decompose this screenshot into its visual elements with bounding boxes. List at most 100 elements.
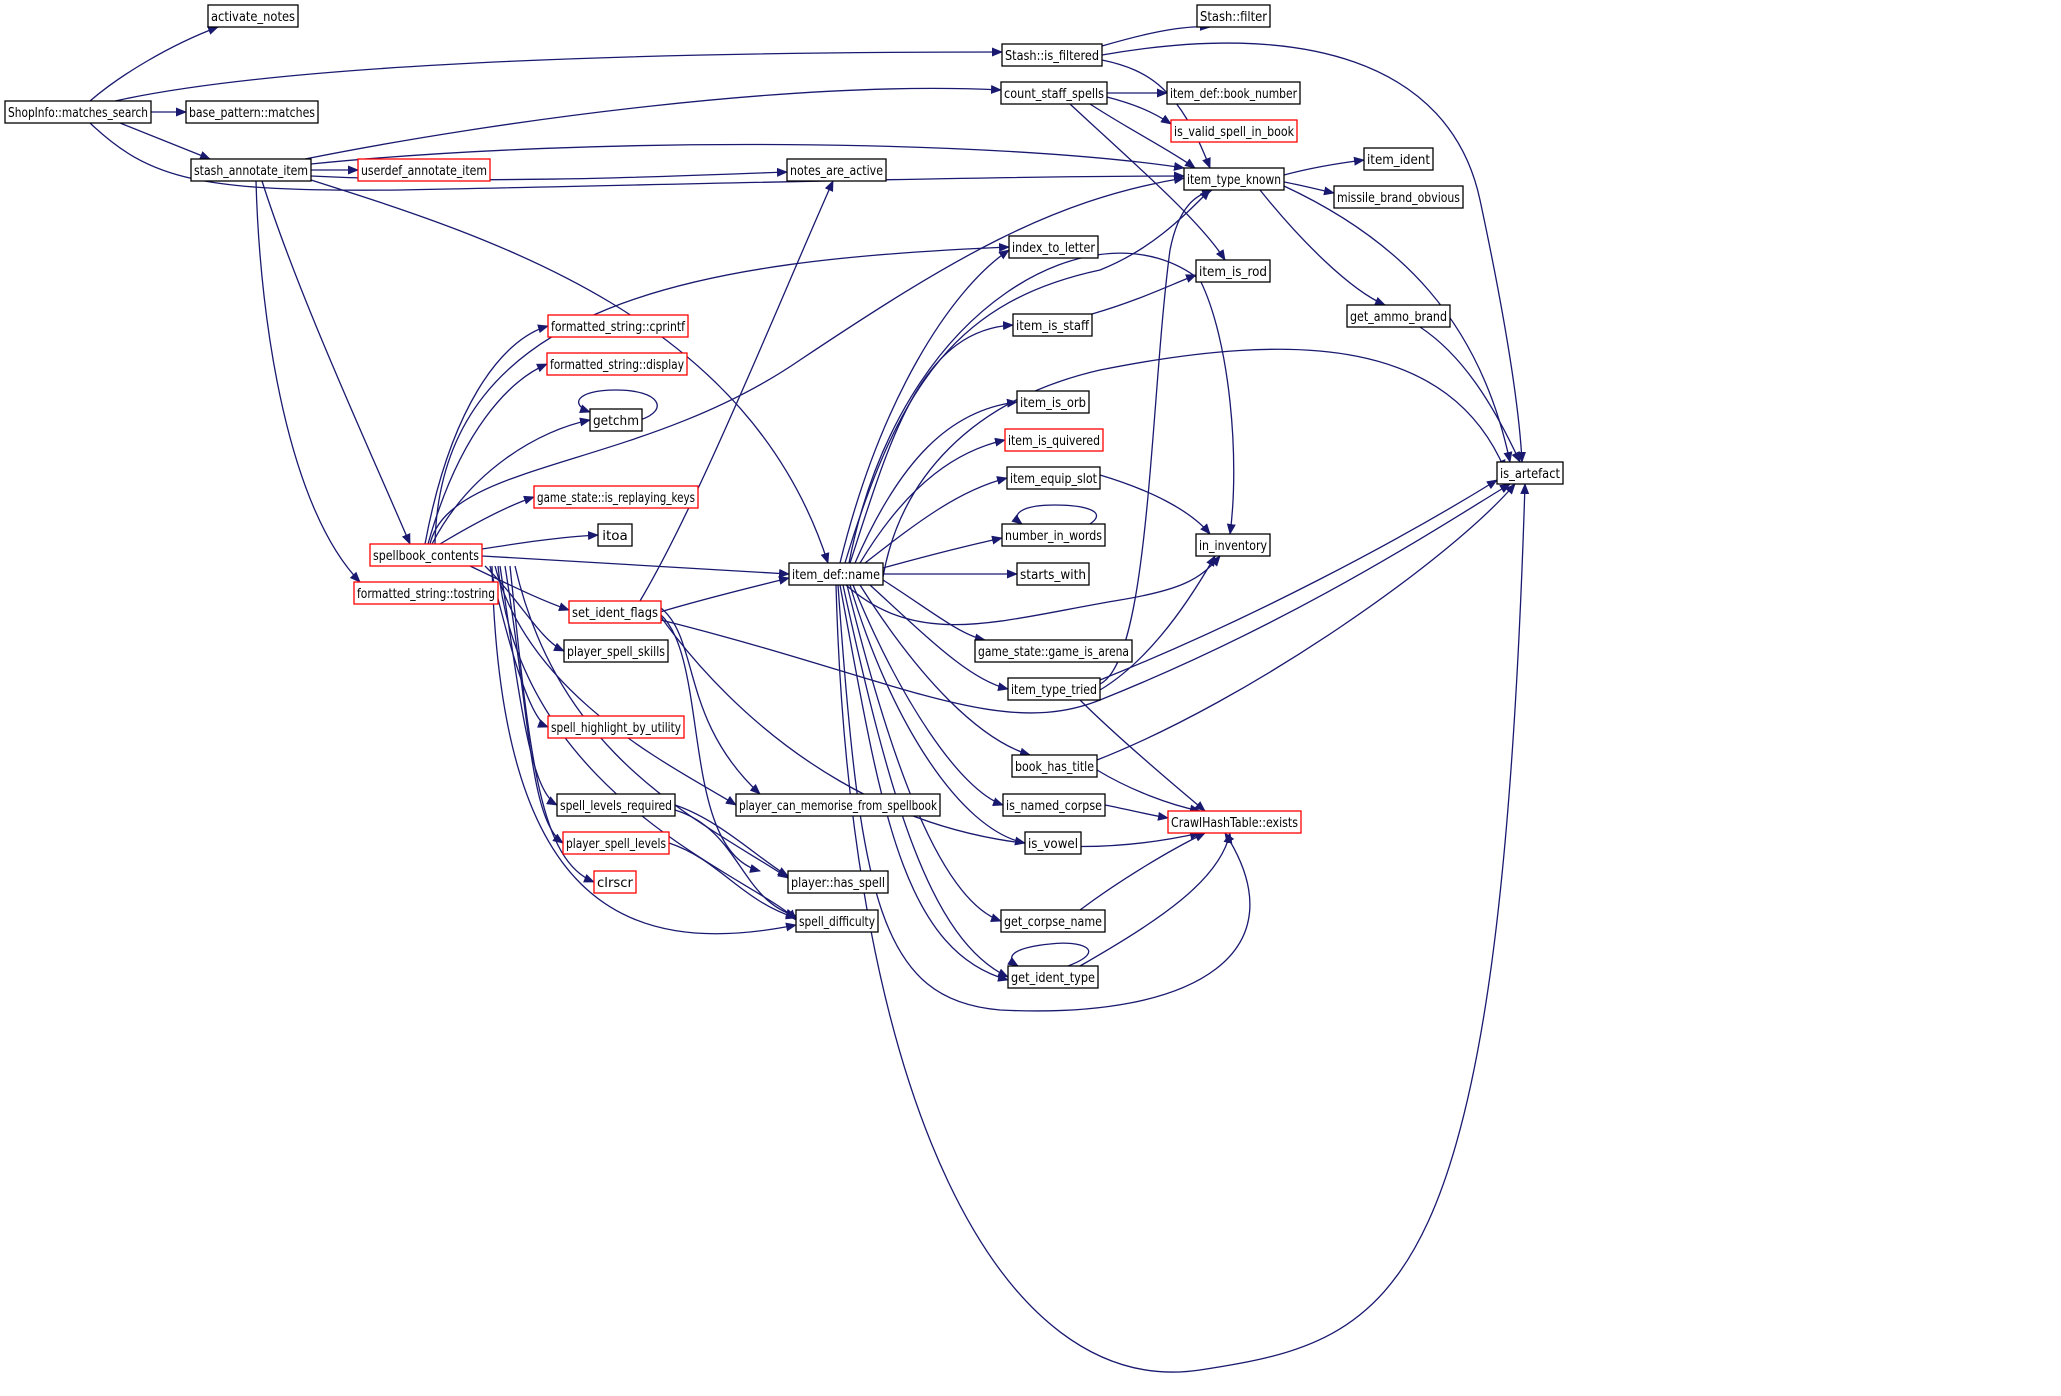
edge-item-def-name-to-exists (837, 584, 1251, 1012)
node-spell-levels-required[interactable]: spell_levels_required (556, 793, 676, 817)
node-box-spellbook-contents (369, 543, 483, 567)
node-box-set-ident-flags (568, 600, 662, 624)
node-box-game-state-is-replaying-keys (533, 485, 699, 509)
node-starts-with[interactable]: starts_with (1016, 562, 1090, 586)
node-is-vowel[interactable]: is_vowel (1024, 831, 1082, 855)
edge-item-def-name-to-is-artefact-b (835, 483, 1530, 1373)
node-label-get-ammo-brand: get_ammo_brand (1350, 309, 1447, 325)
edge-item-def-name-to-is-named-corpse-line (852, 584, 1004, 806)
node-label-stash-filter: Stash::filter (1200, 9, 1267, 25)
node-box-is-artefact (1496, 461, 1564, 485)
edge-get-corpse-name-to-exists (1079, 832, 1206, 911)
node-activate-notes[interactable]: activate_notes (207, 4, 299, 28)
node-is-valid-spell-in-book[interactable]: is_valid_spell_in_book (1170, 119, 1298, 143)
node-box-player-can-memorise-from-spellbook (735, 793, 941, 817)
node-get-ident-type[interactable]: get_ident_type (1007, 965, 1099, 989)
node-label-spell-difficulty: spell_difficulty (799, 914, 875, 930)
edge-item-def-name-to-item-equip-slot-line (864, 476, 1008, 564)
node-item-def-name[interactable]: item_def::name (788, 562, 884, 586)
node-label-base-pattern-matches: base_pattern::matches (189, 105, 315, 121)
node-box-item-equip-slot (1006, 466, 1101, 490)
node-spellbook-contents[interactable]: spellbook_contents (369, 543, 483, 567)
edge-item-type-tried-to-exists-line (1079, 699, 1206, 812)
node-item-is-orb[interactable]: item_is_orb (1016, 390, 1090, 414)
edge-stash-annotate-to-tostring (255, 180, 361, 583)
edge-spellbook-to-set-ident-flags (469, 565, 570, 611)
node-is-named-corpse[interactable]: is_named_corpse (1002, 793, 1106, 817)
edge-number-in-words-self-loop (1011, 504, 1098, 525)
edge-set-ident-flags-to-item-def-name (659, 576, 790, 613)
node-notes-are-active[interactable]: notes_are_active (786, 158, 887, 182)
node-item-def-book-number[interactable]: item_def::book_number (1166, 81, 1301, 105)
node-shopinfo-matches-search[interactable]: ShopInfo::matches_search (4, 100, 152, 124)
node-item-is-quivered[interactable]: item_is_quivered (1004, 428, 1104, 452)
node-get-corpse-name[interactable]: get_corpse_name (1000, 909, 1106, 933)
node-item-ident[interactable]: item_ident (1363, 147, 1434, 171)
node-set-ident-flags[interactable]: set_ident_flags (568, 600, 662, 624)
node-label-item-def-name: item_def::name (792, 567, 880, 583)
node-item-type-known[interactable]: item_type_known (1183, 167, 1285, 191)
edge-player-spell-levels-to-spell-difficulty-line (668, 842, 797, 920)
node-stash-is-filtered[interactable]: Stash::is_filtered (1001, 43, 1103, 67)
node-label-formatted-string-cprintf: formatted_string::cprintf (551, 319, 686, 335)
node-box-starts-with (1016, 562, 1090, 586)
node-game-state-game-is-arena[interactable]: game_state::game_is_arena (974, 639, 1133, 663)
node-userdef-annotate-item[interactable]: userdef_annotate_item (357, 158, 491, 182)
node-box-stash-filter (1196, 4, 1271, 28)
node-count-staff-spells[interactable]: count_staff_spells (1000, 81, 1108, 105)
node-number-in-words[interactable]: number_in_words (1001, 523, 1106, 547)
node-game-state-is-replaying-keys[interactable]: game_state::is_replaying_keys (533, 485, 699, 509)
node-item-is-staff[interactable]: item_is_staff (1012, 313, 1093, 337)
node-label-formatted-string-display: formatted_string::display (550, 357, 684, 373)
node-item-equip-slot[interactable]: item_equip_slot (1006, 466, 1101, 490)
node-index-to-letter[interactable]: index_to_letter (1008, 235, 1099, 259)
edge-spellbook-to-levels-required (499, 565, 558, 806)
node-player-spell-skills[interactable]: player_spell_skills (563, 639, 669, 663)
edge-is-filtered-to-item-type-known-line (1101, 59, 1211, 169)
call-edges (89, 21, 1530, 1373)
node-stash-annotate-item[interactable]: stash_annotate_item (190, 158, 312, 182)
node-label-set-ident-flags: set_ident_flags (572, 605, 658, 621)
edge-stash-annotate-to-spellbook-line (261, 180, 411, 545)
edge-matches-search-to-is-filtered (114, 47, 1003, 102)
node-box-get-corpse-name (1000, 909, 1106, 933)
node-book-has-title[interactable]: book_has_title (1011, 754, 1098, 778)
node-label-is-named-corpse: is_named_corpse (1006, 798, 1102, 814)
edge-matches-search-to-item-type-known-line (89, 122, 1185, 191)
node-item-type-tried[interactable]: item_type_tried (1007, 677, 1101, 701)
node-itoa[interactable]: itoa (597, 523, 633, 547)
node-crawlhashtable-exists[interactable]: CrawlHashTable::exists (1167, 810, 1302, 834)
node-player-has-spell[interactable]: player::has_spell (787, 870, 889, 894)
node-item-is-rod[interactable]: item_is_rod (1195, 259, 1271, 283)
node-formatted-string-cprintf[interactable]: formatted_string::cprintf (547, 314, 689, 338)
node-missile-brand-obvious[interactable]: missile_brand_obvious (1333, 185, 1464, 209)
node-box-shopinfo-matches-search (4, 100, 152, 124)
node-base-pattern-matches[interactable]: base_pattern::matches (185, 100, 319, 124)
edge-book-has-title-to-is-artefact (1096, 483, 1516, 761)
node-formatted-string-tostring[interactable]: formatted_string::tostring (353, 581, 499, 605)
node-is-artefact[interactable]: is_artefact (1496, 461, 1564, 485)
node-player-spell-levels[interactable]: player_spell_levels (562, 831, 670, 855)
edge-is-filtered-to-is-artefact (1101, 42, 1527, 463)
node-getchm[interactable]: getchm (589, 408, 643, 432)
edge-is-filtered-to-is-artefact-line (1101, 42, 1527, 463)
function-nodes: ShopInfo::matches_search activate_notesba… (4, 4, 1564, 989)
node-spell-difficulty[interactable]: spell_difficulty (795, 909, 879, 933)
node-get-ammo-brand[interactable]: get_ammo_brand (1346, 304, 1451, 328)
edge-spellbook-to-player-spell-skills-line (484, 565, 565, 652)
node-stash-filter[interactable]: Stash::filter (1196, 4, 1271, 28)
edge-item-def-name-to-in-inventory-b-line (848, 252, 1236, 564)
edge-stash-annotate-to-item-def-name (310, 179, 830, 564)
edge-stash-annotate-to-item-type-known (310, 143, 1185, 171)
node-label-missile-brand-obvious: missile_brand_obvious (1337, 190, 1460, 206)
node-clrscr[interactable]: clrscr (593, 870, 637, 894)
node-formatted-string-display[interactable]: formatted_string::display (546, 352, 688, 376)
node-label-book-has-title: book_has_title (1015, 759, 1094, 775)
node-in-inventory[interactable]: in_inventory (1195, 533, 1271, 557)
edge-item-def-name-to-item-type-tried-line (869, 584, 1009, 692)
node-player-can-memorise-from-spellbook[interactable]: player_can_memorise_from_spellbook (735, 793, 941, 817)
node-label-starts-with: starts_with (1020, 567, 1086, 583)
node-label-clrscr: clrscr (597, 875, 633, 891)
edge-get-ammo-brand-to-is-artefact (1419, 326, 1521, 463)
node-spell-highlight-by-utility[interactable]: spell_highlight_by_utility (547, 715, 685, 739)
